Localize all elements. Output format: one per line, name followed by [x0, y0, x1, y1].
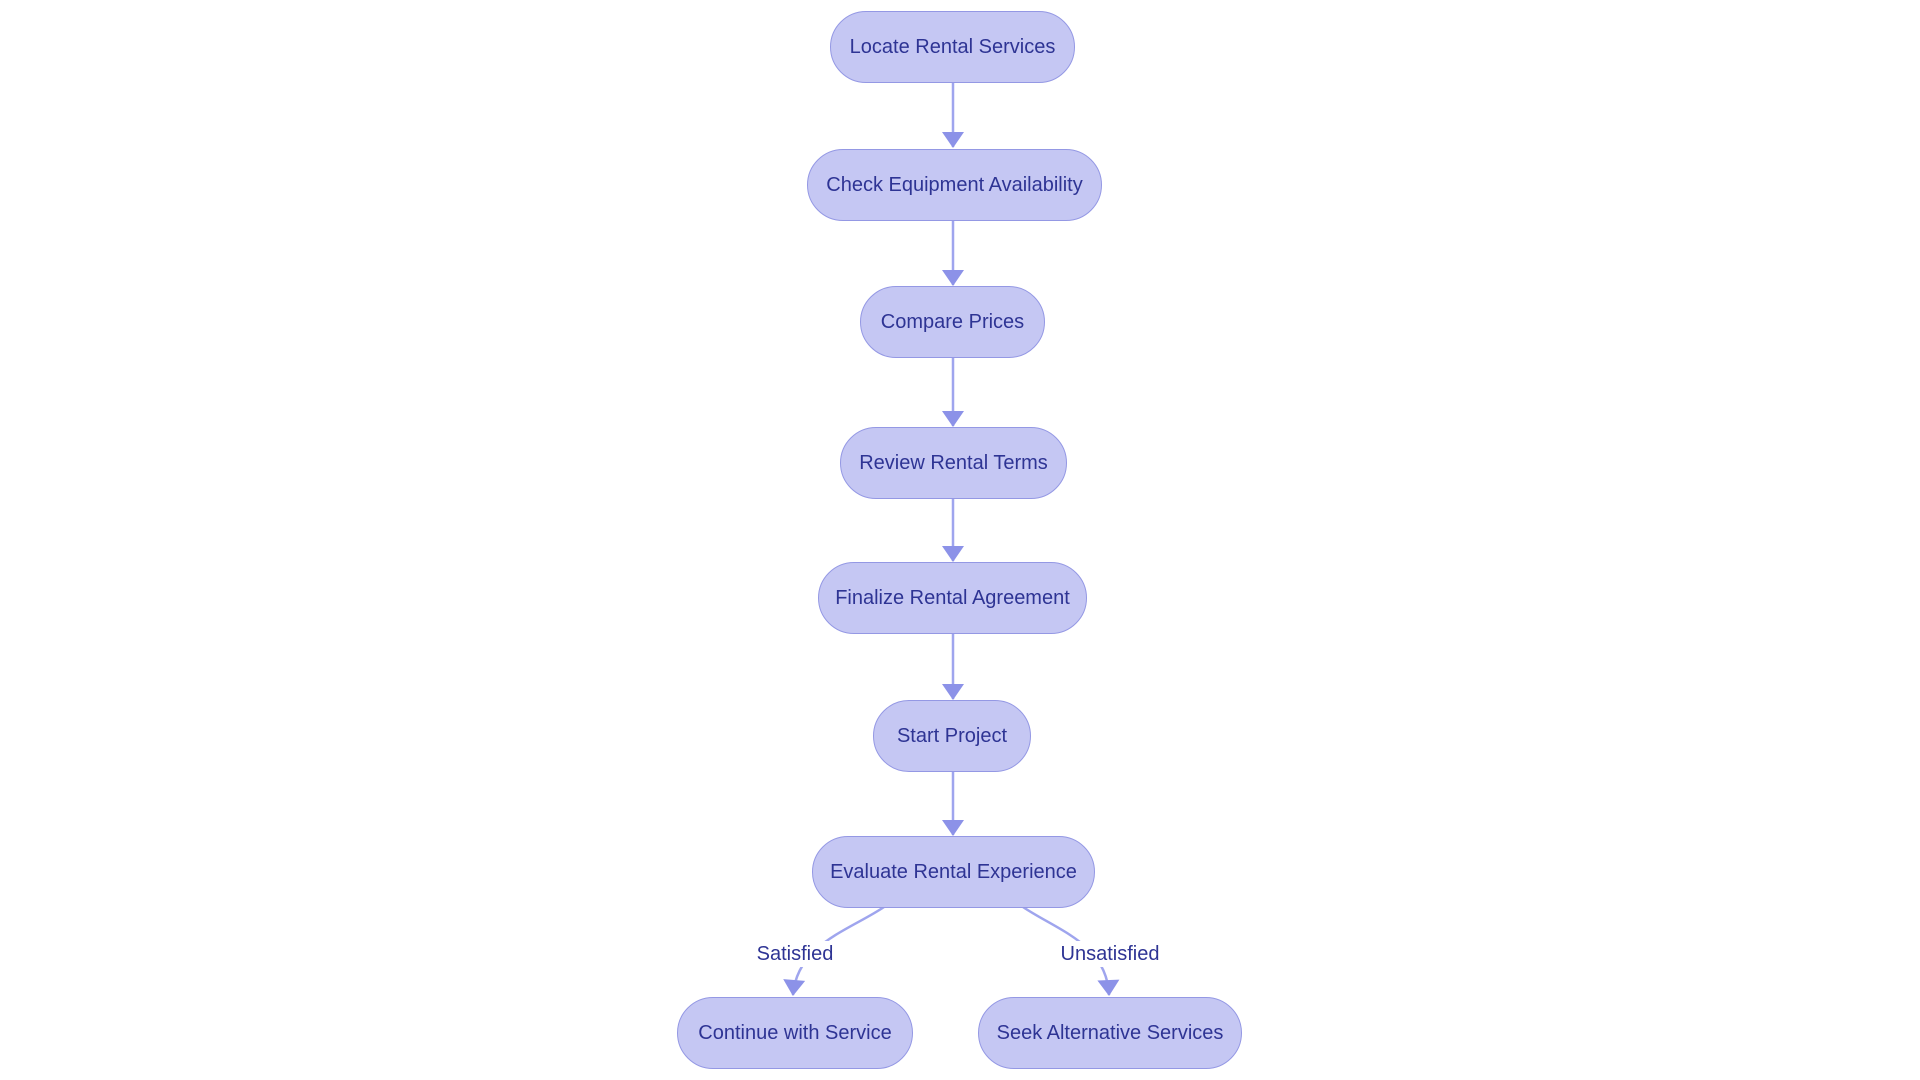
- node-compare-prices: Compare Prices: [860, 286, 1045, 358]
- edge-evaluate-to-seek-arrow: [1022, 905, 1120, 996]
- node-finalize-rental-agreement: Finalize Rental Agreement: [818, 562, 1087, 634]
- edge-label-unsatisfied: Unsatisfied: [1055, 941, 1165, 967]
- node-continue-with-service: Continue with Service: [677, 997, 913, 1069]
- edge-evaluate-to-continue-arrow: [783, 905, 885, 996]
- node-review-rental-terms: Review Rental Terms: [840, 427, 1067, 499]
- node-locate-rental-services: Locate Rental Services: [830, 11, 1075, 83]
- node-seek-alternative-services: Seek Alternative Services: [978, 997, 1242, 1069]
- node-check-equipment-availability: Check Equipment Availability: [807, 149, 1102, 221]
- node-evaluate-rental-experience: Evaluate Rental Experience: [812, 836, 1095, 908]
- node-start-project: Start Project: [873, 700, 1031, 772]
- edge-label-satisfied: Satisfied: [751, 941, 839, 967]
